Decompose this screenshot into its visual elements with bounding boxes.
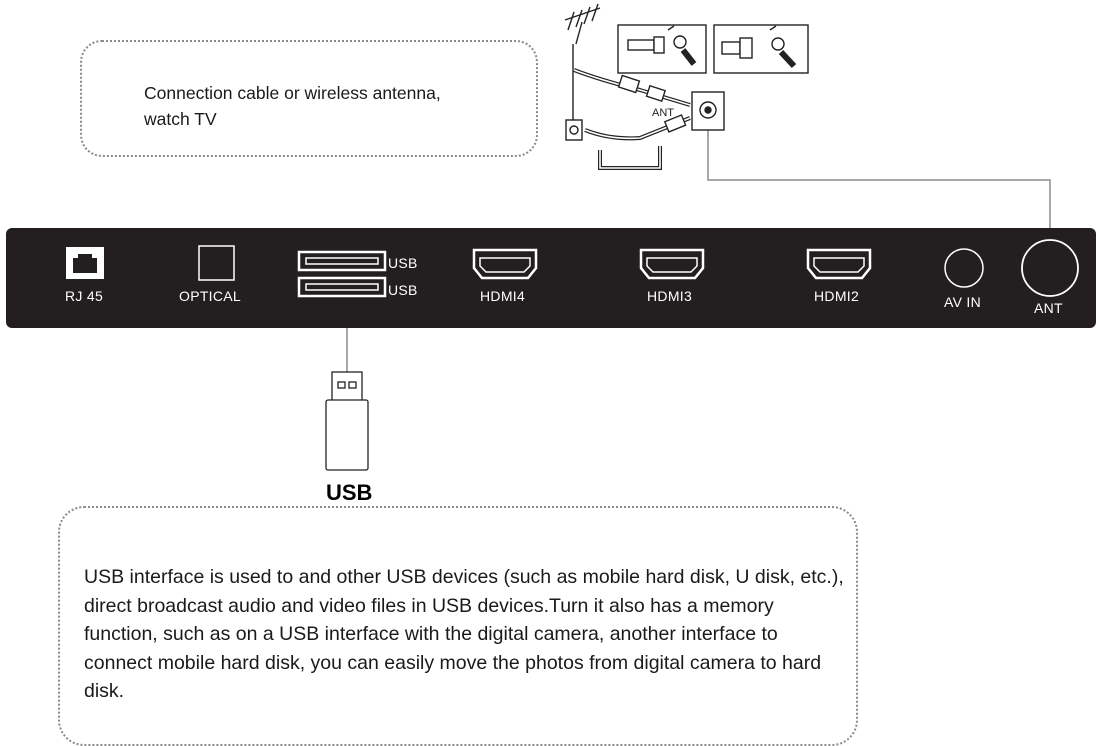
hdmi4-label: HDMI4 <box>480 288 526 304</box>
usb2-label: USB <box>388 282 418 298</box>
panel-ports <box>66 239 1079 298</box>
optical-port-icon <box>198 245 235 281</box>
ant-connector-line <box>707 130 1051 232</box>
ant-port-icon <box>1021 239 1079 297</box>
usb-device-caption: USB <box>326 480 373 505</box>
hdmi3-port-icon <box>639 248 705 280</box>
antenna-note-bubble: Connection cable or wireless antenna, wa… <box>80 40 538 157</box>
ant-label: ANT <box>1034 300 1063 316</box>
rooftop-antenna-icon <box>564 3 601 45</box>
antenna-note-text: Connection cable or wireless antenna, wa… <box>144 83 441 129</box>
usb-stick-icon <box>325 371 369 471</box>
ant-socket-label: ANT <box>652 107 674 119</box>
usb-note-text: USB interface is used to and other USB d… <box>84 566 844 702</box>
hdmi3-label: HDMI3 <box>647 288 693 304</box>
usb-ports-icon <box>297 250 387 298</box>
hdmi2-label: HDMI2 <box>814 288 860 304</box>
antenna-illustration <box>564 3 809 170</box>
hdmi4-port-icon <box>472 248 538 280</box>
rj45-port-icon <box>66 247 104 279</box>
usb1-label: USB <box>388 255 418 271</box>
hdmi2-port-icon <box>806 248 872 280</box>
av-in-label: AV IN <box>944 294 982 310</box>
optical-label: OPTICAL <box>179 288 242 304</box>
tv-back-panel: RJ 45 OPTICAL USB USB HDMI4 HDMI3 HDMI2 … <box>6 228 1096 328</box>
connection-diagram: ANT <box>325 3 1051 471</box>
usb-note-bubble: USB interface is used to and other USB d… <box>58 506 858 746</box>
av-in-port-icon <box>944 248 984 288</box>
rj45-label: RJ 45 <box>65 288 104 304</box>
